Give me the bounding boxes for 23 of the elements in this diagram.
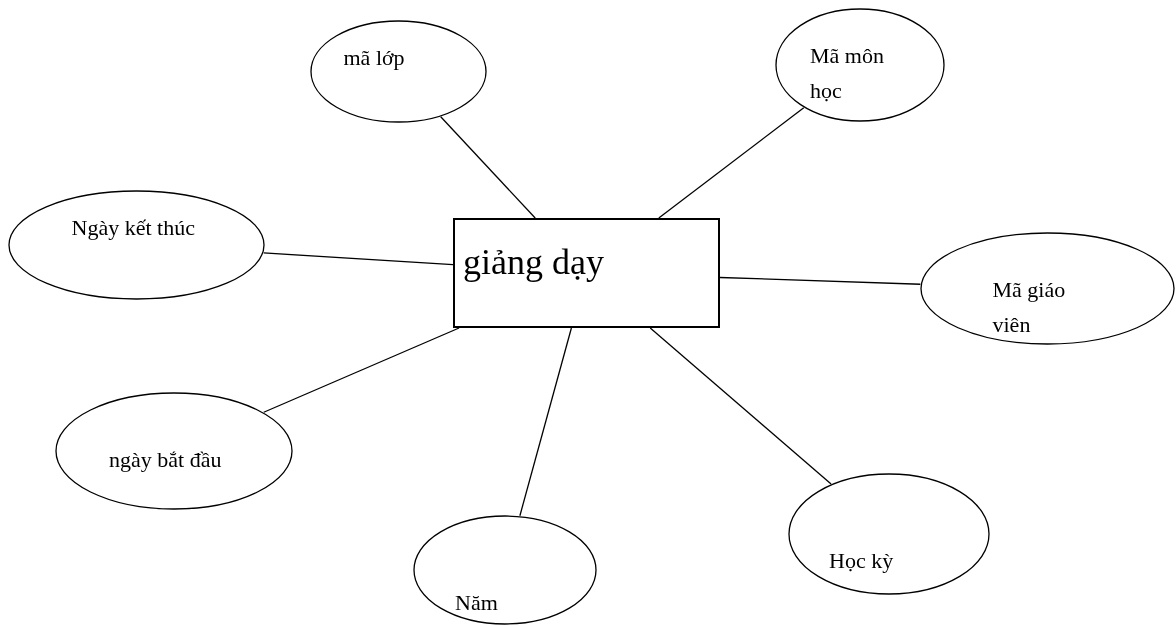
- attribute-name: mã lớp: [343, 44, 406, 72]
- entity-name: giảng dạy: [463, 241, 605, 284]
- attribute-ellipse: [8, 190, 265, 300]
- attribute-name: ngày bắt đầu: [109, 446, 223, 474]
- attribute-ellipse: [55, 392, 293, 510]
- connector-line: [263, 327, 460, 413]
- attribute-ellipse: [920, 232, 1175, 345]
- connector-line: [263, 252, 454, 266]
- attribute-name: Năm: [455, 589, 499, 617]
- attribute-name: Học kỳ: [829, 547, 895, 575]
- attribute-name: Ngày kết thúc: [71, 214, 196, 242]
- connector-line: [649, 327, 832, 485]
- attribute-name: Mã môn học: [810, 42, 885, 106]
- connector-line: [658, 107, 805, 219]
- attribute-name: Mã giáo viên: [992, 276, 1067, 340]
- connector-line: [719, 276, 921, 285]
- attribute-ellipse: [775, 8, 945, 122]
- attribute-ellipse: [310, 20, 487, 123]
- connector-line: [440, 116, 536, 219]
- attribute-ellipse: [788, 473, 990, 595]
- attribute-ellipse: [413, 515, 597, 625]
- connector-line: [519, 327, 573, 517]
- entity-box: [453, 218, 720, 328]
